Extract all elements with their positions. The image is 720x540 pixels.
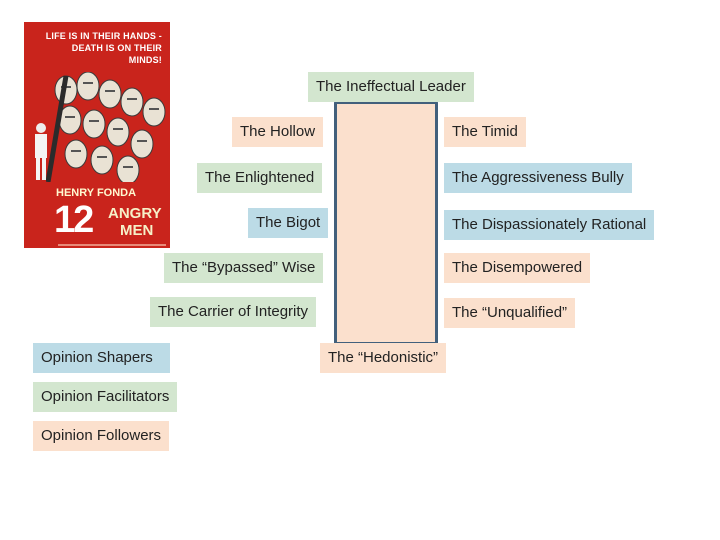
role-hedonistic: The “Hedonistic” (320, 343, 447, 373)
role-timid: The Timid (444, 117, 526, 147)
role-ineffectual-leader: The Ineffectual Leader (308, 72, 474, 102)
role-bigot: The Bigot (248, 208, 329, 238)
poster-standing-figure (35, 123, 47, 180)
role-hollow: The Hollow (232, 117, 324, 147)
poster-tagline: LIFE IS IN THEIR HANDS - DEATH IS ON THE… (45, 31, 162, 65)
poster-title-men: MEN (120, 222, 154, 239)
role-aggressiveness-bully: The Aggressiveness Bully (444, 163, 632, 193)
legend-opinion-facilitators: Opinion Facilitators (33, 382, 178, 412)
poster-star-name: HENRY FONDA (56, 187, 137, 199)
role-unqualified: The “Unqualified” (444, 298, 576, 328)
poster-credits-bar (58, 244, 166, 246)
role-dispassionately-rational: The Dispassionately Rational (444, 210, 655, 240)
role-enlightened: The Enlightened (197, 163, 323, 193)
movie-poster: LIFE IS IN THEIR HANDS - DEATH IS ON THE… (24, 22, 170, 248)
central-column (334, 101, 438, 345)
poster-faces-illustration (46, 72, 170, 182)
legend-opinion-shapers: Opinion Shapers (33, 343, 170, 373)
poster-number: 12 (54, 199, 94, 241)
role-disempowered: The Disempowered (444, 253, 591, 283)
role-carrier-of-integrity: The Carrier of Integrity (150, 297, 317, 327)
poster-title-angry: ANGRY (108, 205, 162, 222)
legend-opinion-followers: Opinion Followers (33, 421, 170, 451)
role-bypassed-wise: The “Bypassed” Wise (164, 253, 324, 283)
